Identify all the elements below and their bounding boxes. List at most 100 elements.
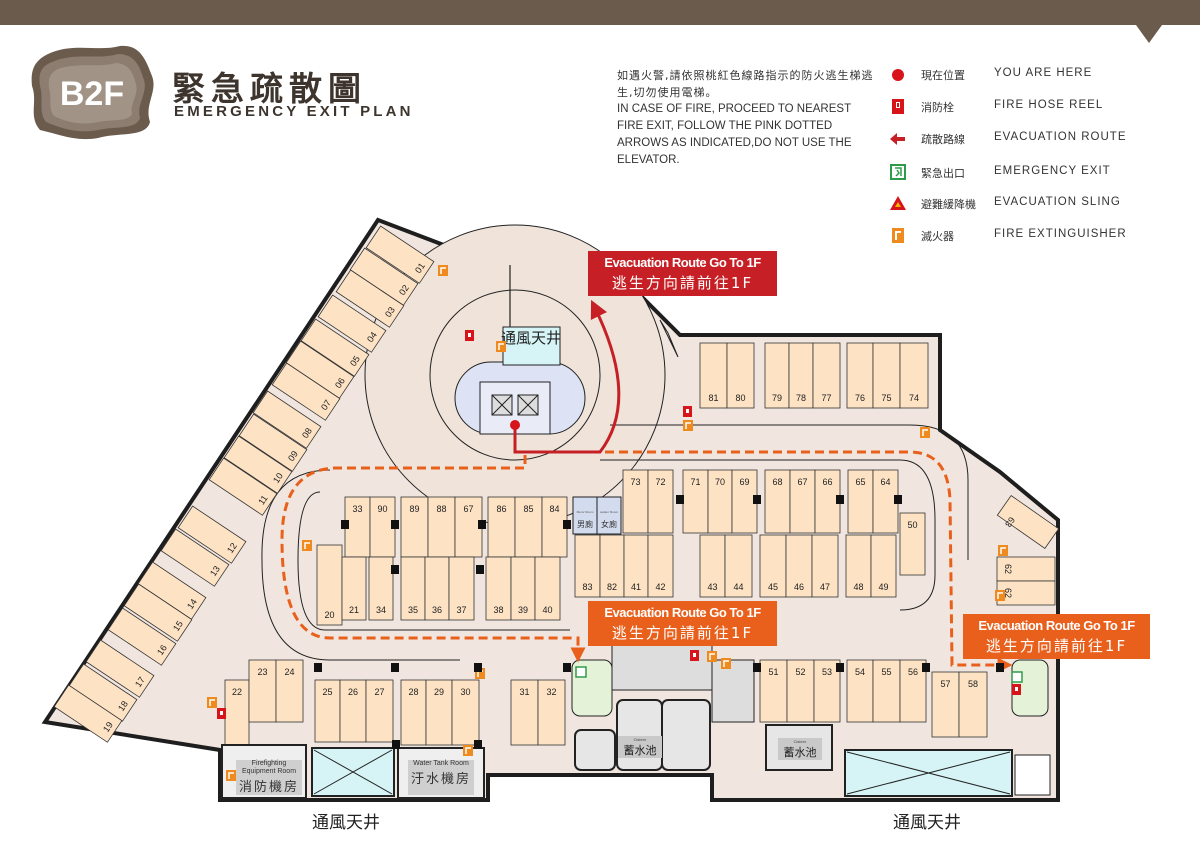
stall-number: 53 — [822, 667, 832, 677]
stall-box — [537, 679, 566, 746]
parking-stall: 39 — [510, 556, 536, 621]
stall-box — [365, 225, 435, 284]
stall-box — [400, 679, 427, 746]
emergency-exit-icon — [1011, 671, 1023, 683]
vent-shaft-label-right: 通風天井 — [893, 813, 961, 833]
legend-label-en: FIRE HOSE REEL — [994, 99, 1104, 111]
stall-number: 10 — [271, 471, 285, 485]
stall-number: 85 — [523, 504, 533, 514]
stall-number: 47 — [820, 582, 830, 592]
fire-extinguisher-icon — [302, 540, 312, 551]
stall-box — [534, 556, 561, 621]
stall-number: 30 — [460, 687, 470, 697]
parking-stall: 81 — [699, 342, 728, 409]
parking-stall: 48 — [845, 534, 872, 598]
stall-box — [872, 469, 899, 534]
stall-box — [271, 362, 341, 421]
stall-number: 73 — [630, 477, 640, 487]
stall-number: 72 — [655, 477, 665, 487]
stall-number: 29 — [434, 687, 444, 697]
stall-number: 09 — [286, 449, 300, 463]
parking-stall: 31 — [510, 679, 539, 746]
parking-stall: 22 — [224, 679, 250, 746]
legend-label-zh: 現在位置 — [921, 69, 965, 82]
parking-stall: 67 — [454, 496, 483, 558]
parking-stall: 41 — [623, 534, 649, 598]
cistern-zh-2: 蓄水池 — [784, 746, 817, 759]
callout-en: Evacuation Route Go To 1F — [604, 605, 761, 620]
parking-stall: 27 — [365, 679, 394, 743]
stall-number: 04 — [365, 330, 379, 344]
fire-extinguisher-icon — [463, 745, 473, 756]
evacuation-callout-top: Evacuation Route Go To 1F 逃生方向請前往1F — [588, 251, 777, 296]
stall-box — [899, 512, 926, 576]
fire-extinguisher-icon — [920, 427, 930, 438]
stall-number: 74 — [909, 393, 919, 403]
parking-stall: 44 — [724, 534, 753, 598]
parking-stall: 62 — [996, 580, 1056, 606]
structural-column — [563, 663, 571, 672]
stall-box — [223, 435, 293, 494]
parking-stall: 26 — [339, 679, 367, 743]
stall-number: 48 — [853, 582, 863, 592]
stall-number: 33 — [352, 504, 362, 514]
legend-item-fire-extinguisher: 滅火器 FIRE EXTINGUISHER — [890, 225, 1190, 245]
stall-box — [339, 679, 367, 743]
stall-number: 40 — [542, 605, 552, 615]
page-title-zh: 緊急疏散圖 — [172, 69, 367, 108]
parking-stall: 53 — [813, 659, 841, 723]
legend-item-evacuation-sling: 避難緩降機 EVACUATION SLING — [890, 193, 1190, 213]
top-banner — [0, 0, 1200, 25]
parking-stall: 21 — [341, 556, 367, 621]
parking-stall: 45 — [759, 534, 787, 598]
parking-stall: 12 — [177, 505, 247, 564]
parking-stall: 51 — [759, 659, 788, 723]
stall-box — [958, 671, 988, 738]
stall-box — [160, 528, 230, 587]
stall-number: 51 — [768, 667, 778, 677]
structural-column — [474, 740, 482, 749]
stall-box — [252, 390, 322, 449]
stall-number: 21 — [349, 605, 359, 615]
stall-box — [872, 659, 901, 723]
fire-extinguisher-icon — [496, 341, 506, 352]
parking-stall: 13 — [160, 528, 230, 587]
stall-number: 75 — [881, 393, 891, 403]
stall-box — [238, 413, 308, 472]
stall-number: 77 — [821, 393, 831, 403]
evacuation-route-red — [513, 299, 621, 454]
stall-box — [996, 580, 1056, 606]
structural-column — [996, 663, 1004, 672]
parking-stall: 46 — [785, 534, 813, 598]
structural-column — [474, 663, 482, 672]
stall-number: 11 — [256, 493, 270, 506]
stall-box — [931, 671, 960, 738]
parking-stall: 70 — [707, 469, 733, 534]
legend-item-emergency-exit: 緊急出口 EMERGENCY EXIT — [890, 162, 1190, 182]
stall-box — [699, 342, 728, 409]
stall-box — [341, 556, 367, 621]
structural-column — [341, 520, 349, 529]
parking-stall: 88 — [427, 496, 456, 558]
stall-number: 67 — [797, 477, 807, 487]
stall-number: 15 — [171, 619, 185, 633]
stall-number: 70 — [715, 477, 725, 487]
emergency-exit-icon — [575, 666, 587, 678]
parking-stall: 76 — [846, 342, 874, 409]
stall-number: 58 — [968, 679, 978, 689]
stall-box — [622, 469, 649, 534]
stall-box — [599, 534, 625, 598]
evacuation-callout-right: Evacuation Route Go To 1F 逃生方向請前往1F — [963, 614, 1150, 659]
stall-box — [248, 659, 277, 723]
stall-number: 83 — [582, 582, 592, 592]
stall-number: 31 — [519, 687, 529, 697]
legend-label-zh: 緊急出口 — [921, 167, 965, 180]
stall-box — [899, 659, 927, 723]
stall-box — [448, 556, 475, 621]
legend-label-en: FIRE EXTINGUISHER — [994, 228, 1127, 240]
stall-box — [317, 294, 387, 353]
structural-column — [922, 663, 930, 672]
parking-stalls: 0102030405060708091011121314151617181933… — [53, 225, 1060, 746]
parking-stall: 83 — [574, 534, 601, 598]
stall-box — [845, 534, 872, 598]
